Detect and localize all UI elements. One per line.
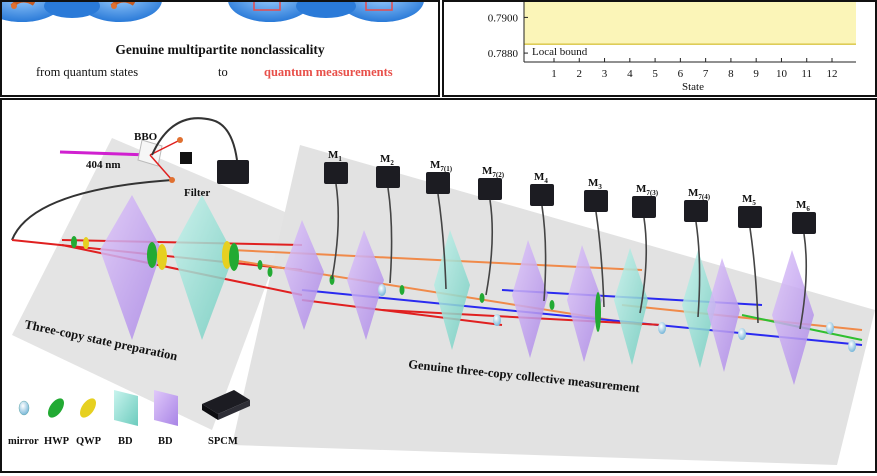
to-text: to (218, 65, 228, 79)
component-legend: mirror HWP QWP BD BD SPCM (8, 390, 250, 447)
spcm-detector-icon (632, 196, 656, 218)
wave-plates (71, 236, 601, 332)
detector-label: M7(2) (482, 165, 505, 179)
photon-source: BBO 404 nm Filter (11, 117, 249, 241)
legend-bd-cyan-label: BD (118, 436, 133, 447)
qwp-icon (80, 398, 96, 418)
detector-m-5: M5 (738, 193, 762, 324)
detector-label: M6 (796, 199, 810, 213)
detector-m-7-2-: M7(2) (478, 165, 505, 296)
spcm-detector-icon (584, 190, 608, 212)
x-tick-label: 6 (678, 68, 684, 80)
spcm-detector-icon (792, 212, 816, 234)
spcm-source (217, 160, 249, 184)
detector-m-4: M4 (530, 171, 554, 302)
legend-mirror-label: mirror (8, 436, 39, 447)
spcm-detector-icon (738, 206, 762, 228)
detector-label: M5 (742, 193, 756, 207)
x-tick-label: 2 (577, 68, 583, 80)
detector-m-7-4-: M7(4) (684, 187, 711, 318)
x-tick-label: 12 (827, 68, 838, 80)
x-tick-label: 3 (602, 68, 608, 80)
detector-m-1: M1 (324, 149, 348, 280)
detector-label: M7(1) (430, 159, 453, 173)
filter-label: Filter (184, 187, 210, 199)
y-tick-label: 0.7900 (488, 12, 519, 24)
x-tick-label: 5 (652, 68, 658, 80)
x-tick-label: 8 (728, 68, 734, 80)
wavelength-label: 404 nm (86, 159, 121, 171)
detector-m-2: M2 (376, 153, 400, 284)
legend-bd-purple-label: BD (158, 436, 173, 447)
from-states-text: from quantum states (36, 65, 138, 79)
detector-label: M1 (328, 149, 342, 163)
spcm-detector-icon (684, 200, 708, 222)
quantum-measurements-bubbles (228, 0, 424, 22)
detector-label: M2 (380, 153, 394, 167)
panel-a-canvas: Genuine multipartite nonclassicality fro… (0, 0, 424, 79)
beam-displacers (100, 195, 814, 385)
bbo-label: BBO (134, 131, 158, 143)
y-ticks: 0.7900 0.7880 (488, 12, 528, 60)
detector-label: M7(3) (636, 183, 659, 197)
local-bound-label: Local bound (532, 46, 588, 58)
spcm-icon (202, 390, 250, 414)
quantum-states-bubbles (0, 0, 162, 22)
spcm-detector-icon (324, 162, 348, 184)
bd-purple-icon (154, 390, 178, 426)
laser-block (180, 152, 192, 164)
detector-label: M4 (534, 171, 548, 185)
setup-canvas: BBO 404 nm Filter (8, 117, 875, 465)
mirror-icon (18, 400, 30, 416)
legend-hwp-label: HWP (44, 436, 70, 447)
spcm-detector-icon (376, 166, 400, 188)
spcm-detector-icon (426, 172, 450, 194)
x-tick-label: 7 (703, 68, 709, 80)
hwp-icon (48, 398, 64, 418)
x-tick-label: 1 (551, 68, 557, 80)
x-tick-label: 11 (801, 68, 812, 80)
x-tick-label: 10 (776, 68, 788, 80)
detector-m-7-3-: M7(3) (632, 183, 659, 314)
x-tick-label: 9 (753, 68, 759, 80)
legend-qwp-label: QWP (76, 436, 102, 447)
panel-a-nonclassicality: Genuine multipartite nonclassicality fro… (0, 0, 440, 97)
bd-cyan-icon (114, 390, 138, 426)
panel-a-title: Genuine multipartite nonclassicality (115, 42, 325, 57)
detectors: M1 M2 M7(1) M7(2) M4 M3 M7(3) M7(4) M5 M6 (324, 149, 816, 330)
preparation-plate (12, 138, 292, 430)
spcm-detector-icon (478, 178, 502, 200)
detector-label: M3 (588, 177, 602, 191)
mirrors (378, 284, 856, 352)
detector-m-3: M3 (584, 177, 608, 308)
detector-label: M7(4) (688, 187, 711, 201)
panel-c-setup: BBO 404 nm Filter (0, 98, 877, 473)
nonlocal-region-band (524, 0, 856, 45)
detector-m-6: M6 (792, 199, 816, 330)
spcm-detector-icon (530, 184, 554, 206)
quantum-measurements-text: quantum measurements (264, 65, 393, 79)
detector-m-7-1-: M7(1) (426, 159, 453, 290)
y-tick-label: 0.7880 (488, 48, 519, 60)
legend-spcm-label: SPCM (208, 436, 238, 447)
x-axis-label: State (682, 81, 704, 93)
x-tick-label: 4 (627, 68, 633, 80)
